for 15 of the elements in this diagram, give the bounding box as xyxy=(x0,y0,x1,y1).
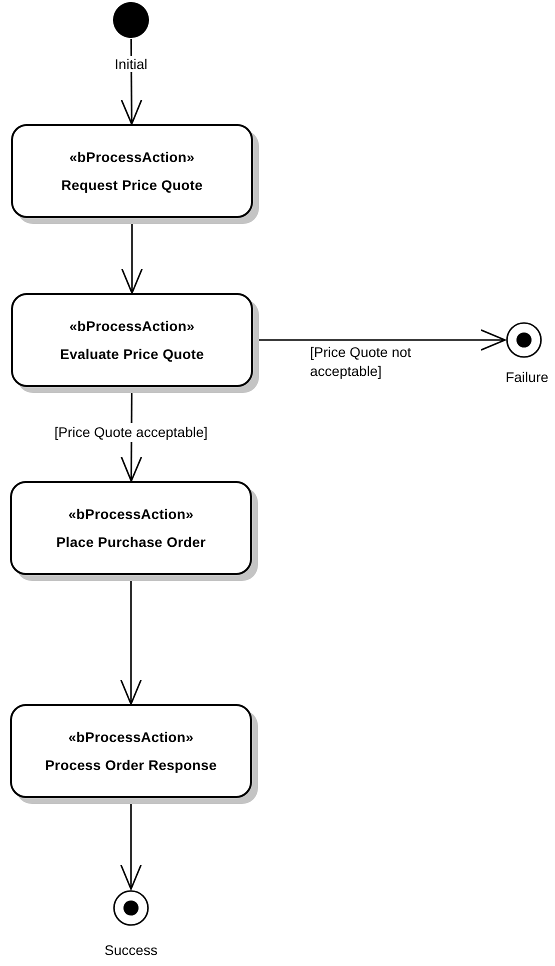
action-name: Evaluate Price Quote xyxy=(60,346,204,362)
initial-node xyxy=(113,2,149,38)
node-label: Failure xyxy=(504,369,550,385)
action-name: Request Price Quote xyxy=(61,177,203,193)
action-name: Process Order Response xyxy=(45,757,217,773)
stereotype-label: «bProcessAction» xyxy=(68,506,194,522)
guard-label: [Price Quote acceptable] xyxy=(52,422,210,442)
stereotype-label: «bProcessAction» xyxy=(68,729,194,745)
action-name: Place Purchase Order xyxy=(56,534,206,550)
node-label: Success xyxy=(102,942,160,958)
node-label: Initial xyxy=(112,56,150,72)
stereotype-label: «bProcessAction» xyxy=(69,318,195,334)
final-node xyxy=(506,322,542,358)
stereotype-label: «bProcessAction» xyxy=(69,149,195,165)
final-node xyxy=(113,890,149,926)
